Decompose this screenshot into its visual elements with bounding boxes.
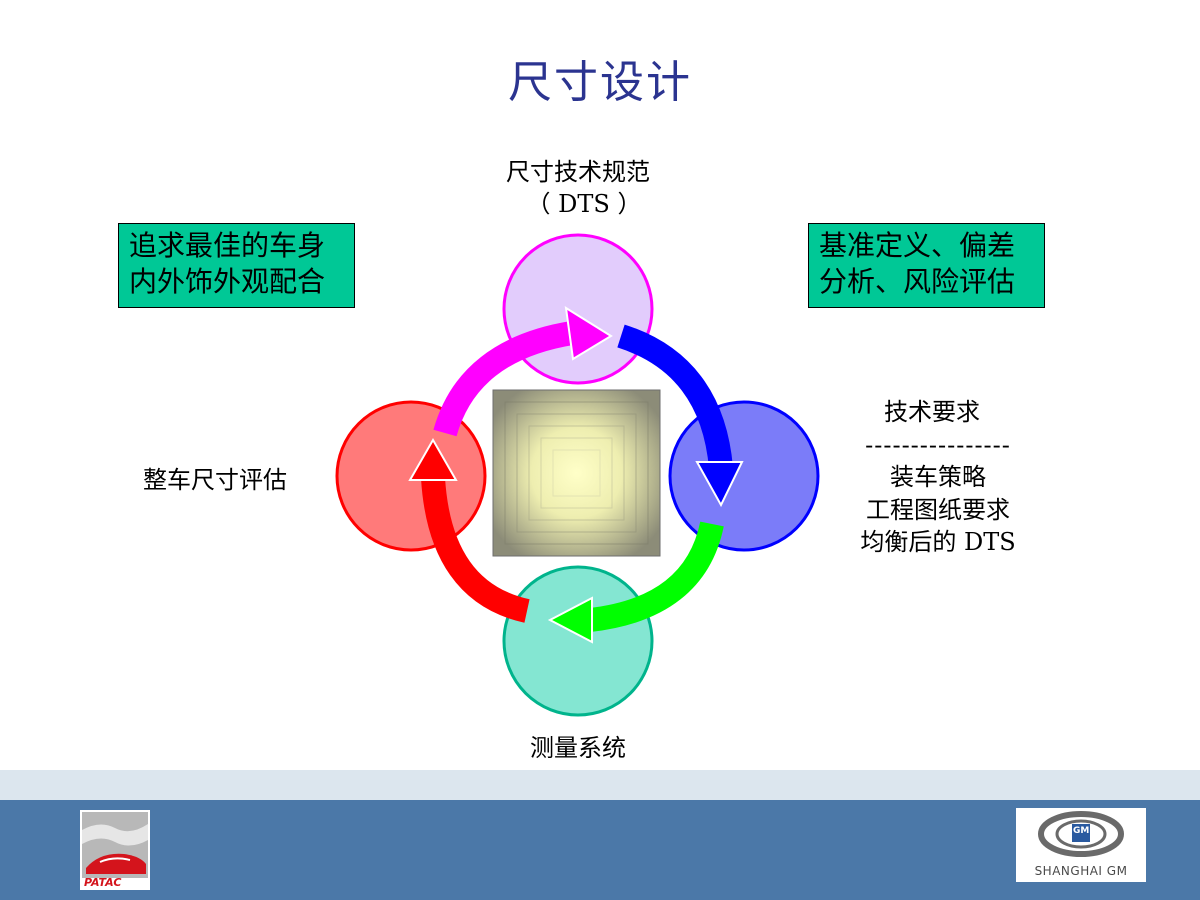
footer-dark-band bbox=[0, 800, 1200, 900]
arrow-green bbox=[547, 521, 724, 644]
right-node-line1: 技术要求 bbox=[884, 398, 980, 426]
arrow-blue bbox=[617, 324, 744, 508]
footer-light-band bbox=[0, 770, 1200, 800]
cycle-diagram bbox=[335, 233, 820, 717]
page-title: 尺寸设计 bbox=[508, 57, 692, 108]
right-node-line3: 装车策略 bbox=[890, 463, 986, 491]
right-node-line4: 工程图纸要求 bbox=[866, 495, 1010, 524]
arrow-red bbox=[408, 437, 530, 623]
left-node-label: 整车尺寸评估 bbox=[143, 466, 287, 494]
right-node-line5: 均衡后的 DTS bbox=[860, 528, 1016, 556]
top-node-label: 尺寸技术规范 （ DTS ） bbox=[488, 156, 668, 220]
left-goal-box: 追求最佳的车身 内外饰外观配合 bbox=[118, 223, 355, 308]
shanghai-gm-logo: GM SHANGHAI GM bbox=[1016, 808, 1146, 882]
patac-logo-text: PATAC bbox=[84, 876, 122, 889]
right-node-label: 技术要求 ---------------- 装车策略 工程图纸要求 均衡后的 D… bbox=[836, 396, 1040, 559]
center-square bbox=[492, 389, 661, 557]
top-circle bbox=[502, 233, 654, 385]
top-node-line2: （ DTS ） bbox=[526, 190, 642, 218]
right-circle bbox=[668, 400, 820, 552]
right-goal-box: 基准定义、偏差 分析、风险评估 bbox=[808, 223, 1045, 308]
top-node-line1: 尺寸技术规范 bbox=[506, 158, 650, 186]
bottom-node-label: 测量系统 bbox=[530, 734, 626, 762]
patac-logo: PATAC bbox=[80, 810, 150, 890]
left-circle bbox=[335, 400, 487, 552]
left-box-line2: 内外饰外观配合 bbox=[129, 265, 326, 298]
gm-logo-text: SHANGHAI GM bbox=[1034, 864, 1128, 878]
left-box-line1: 追求最佳的车身 bbox=[129, 229, 326, 262]
right-box-line2: 分析、风险评估 bbox=[819, 265, 1016, 298]
right-box-line1: 基准定义、偏差 bbox=[819, 229, 1016, 262]
right-node-divider: ---------------- bbox=[865, 430, 1011, 459]
arrow-magenta bbox=[433, 306, 613, 437]
gm-badge-text: GM bbox=[1073, 826, 1090, 836]
bottom-circle bbox=[502, 565, 654, 717]
